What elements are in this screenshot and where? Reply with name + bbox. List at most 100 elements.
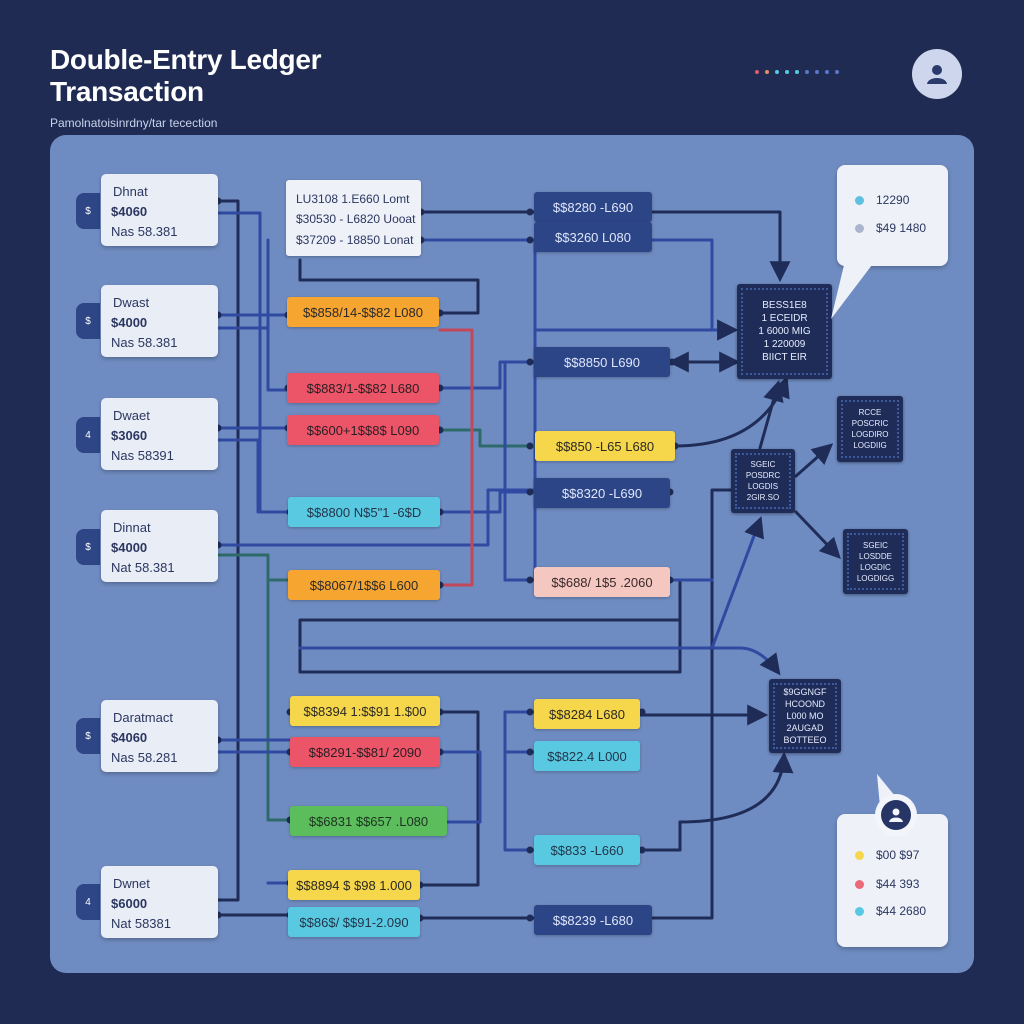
ledger-line-3: $37209 - 18850 Lonat [296, 233, 414, 247]
account-card-4[interactable]: Dinnat $4000 Nat 58.381 [101, 510, 218, 582]
account-ref: Nas 58391 [111, 448, 174, 463]
entry-pill-mid-1[interactable]: $$8280 -L690 [534, 192, 652, 222]
legend-dot [855, 850, 864, 860]
chip-line: 1 ECEIDR [761, 313, 808, 324]
chip-line: SGEIC [863, 540, 888, 550]
summary-callout-top: 12290 $49 1480 [831, 165, 948, 319]
account-tab-3[interactable]: 4 [76, 417, 100, 453]
summary-callout-bottom: $00 $97 $44 393 $44 2680 [837, 774, 948, 947]
account-ref: Nat 58381 [111, 916, 171, 931]
entry-pill-mid-6[interactable]: $$688/ 1$5 .2060 [534, 567, 670, 597]
chip-line: POSDRC [745, 471, 781, 480]
account-tab-2[interactable]: $ [76, 303, 100, 339]
chip-line: BOTTEEO [783, 735, 827, 745]
account-name: Dwast [113, 295, 150, 310]
callout-row: $44 2680 [855, 904, 926, 918]
chip-line: POSCRIC [851, 419, 889, 428]
entry-pill-mid-3[interactable]: $$8850 L690 [534, 347, 670, 377]
entry-pill-left-8[interactable]: $$6831 $$657 .L080 [290, 806, 447, 836]
account-name: Dwnet [113, 876, 150, 891]
chip-line: 1 220009 [763, 339, 806, 350]
header-dot-indicator [755, 70, 839, 76]
account-amount: $4060 [111, 204, 148, 219]
chip-line: LOGDIGG [856, 573, 895, 583]
account-ref: Nas 58.381 [111, 224, 178, 239]
account-name: Dhnat [113, 184, 148, 199]
indicator-dot [765, 70, 769, 74]
page-subtitle: Pamolnatoisinrdny/tar tecection [50, 116, 218, 130]
chip-line: 2GIR.SO [746, 493, 780, 502]
entry-pill-left-5[interactable]: $$8067/1$$6 L600 [288, 570, 440, 600]
chip-line: L000 MO [786, 711, 824, 721]
entry-pill-left-10[interactable]: $$86$/ $$91-2.090 [288, 907, 420, 937]
entry-pill-mid-9[interactable]: $$833 -L660 [534, 835, 640, 865]
title-line-2: Transaction [50, 76, 204, 107]
account-card-5[interactable]: Daratmact $4060 Nas 58.281 [101, 700, 218, 772]
account-card-3[interactable]: Dwaet $3060 Nas 58391 [101, 398, 218, 470]
chip-line: LOGDIS [747, 482, 779, 491]
legend-dot [855, 195, 864, 205]
entry-pill-left-6[interactable]: $$8394 1:$$91 1.$00 [290, 696, 440, 726]
entry-pill-left-2[interactable]: $$883/1-$$82 L680 [287, 373, 439, 403]
callout-row: $00 $97 [855, 848, 919, 862]
user-avatar-button[interactable] [912, 49, 962, 99]
ledger-line-2: $30530 - L6820 Uooat [296, 212, 416, 226]
account-ref: Nat 58.381 [111, 560, 175, 575]
chip-line: 2AUGAD [786, 723, 824, 733]
callout-value: $00 $97 [876, 848, 920, 862]
ledger-line-1: LU3108 1.E660 Lomt [296, 192, 410, 206]
indicator-dot [815, 70, 819, 74]
entry-pill-mid-5[interactable]: $$8320 -L690 [534, 478, 670, 508]
user-icon [881, 800, 911, 830]
account-tab-6[interactable]: 4 [76, 884, 100, 920]
callout-row: $44 393 [855, 877, 919, 891]
chip-line: LOSDDE [859, 551, 892, 561]
page-title: Double-Entry Ledger Transaction [50, 44, 322, 108]
entry-pill-mid-4[interactable]: $$850 -L65 L680 [535, 431, 675, 461]
indicator-dot [755, 70, 759, 74]
account-name: Dwaet [113, 408, 150, 423]
indicator-dot [805, 70, 809, 74]
entry-pill-mid-8[interactable]: $$822.4 L000 [534, 741, 640, 771]
indicator-dot [775, 70, 779, 74]
chip-line: RCCE [858, 408, 882, 417]
account-name: Dinnat [113, 520, 151, 535]
account-name: Daratmact [113, 710, 173, 725]
indicator-dot [835, 70, 839, 74]
account-ref: Nas 58.381 [111, 335, 178, 350]
callout-row: $49 1480 [855, 221, 926, 235]
entry-pill-left-7[interactable]: $$8291-$$81/ 2090 [290, 737, 440, 767]
account-amount: $4000 [111, 315, 148, 330]
account-card-6[interactable]: Dwnet $6000 Nat 58381 [101, 866, 218, 938]
participant-avatar[interactable] [875, 794, 917, 836]
account-tab-4[interactable]: $ [76, 529, 100, 565]
entry-pill-left-4[interactable]: $$8800 N$5"1 -6$D [288, 497, 440, 527]
entry-pill-mid-7[interactable]: $$8284 L680 [534, 699, 640, 729]
entry-pill-left-9[interactable]: $$8894 $ $98 1.000 [288, 870, 420, 900]
entry-pill-mid-10[interactable]: $$8239 -L680 [534, 905, 652, 935]
legend-dot [855, 879, 864, 889]
account-amount: $3060 [111, 428, 148, 443]
title-line-1: Double-Entry Ledger [50, 44, 322, 75]
chip-line: BESS1E8 [762, 300, 807, 311]
legend-dot [855, 906, 864, 916]
entry-pill-mid-2[interactable]: $$3260 L080 [534, 222, 652, 252]
account-amount: $4000 [111, 540, 148, 555]
callout-value: 12290 [876, 193, 910, 207]
account-tab-5[interactable]: $ [76, 718, 100, 754]
callout-value: $49 1480 [876, 221, 927, 235]
account-card-1[interactable]: Dhnat $4060 Nas 58.381 [101, 174, 218, 246]
ledger-entries-box[interactable]: LU3108 1.E660 Lomt $30530 - L6820 Uooat … [286, 180, 421, 256]
callout-value: $44 2680 [876, 904, 927, 918]
account-tab-1[interactable]: $ [76, 193, 100, 229]
account-card-2[interactable]: Dwast $4000 Nas 58.381 [101, 285, 218, 357]
entry-pill-left-3[interactable]: $$600+1$$8$ L090 [287, 415, 439, 445]
entry-pill-left-1[interactable]: $$858/14-$$82 L080 [287, 297, 439, 327]
callout-value: $44 393 [876, 877, 920, 891]
chip-line: LOGDIRO [851, 430, 889, 439]
